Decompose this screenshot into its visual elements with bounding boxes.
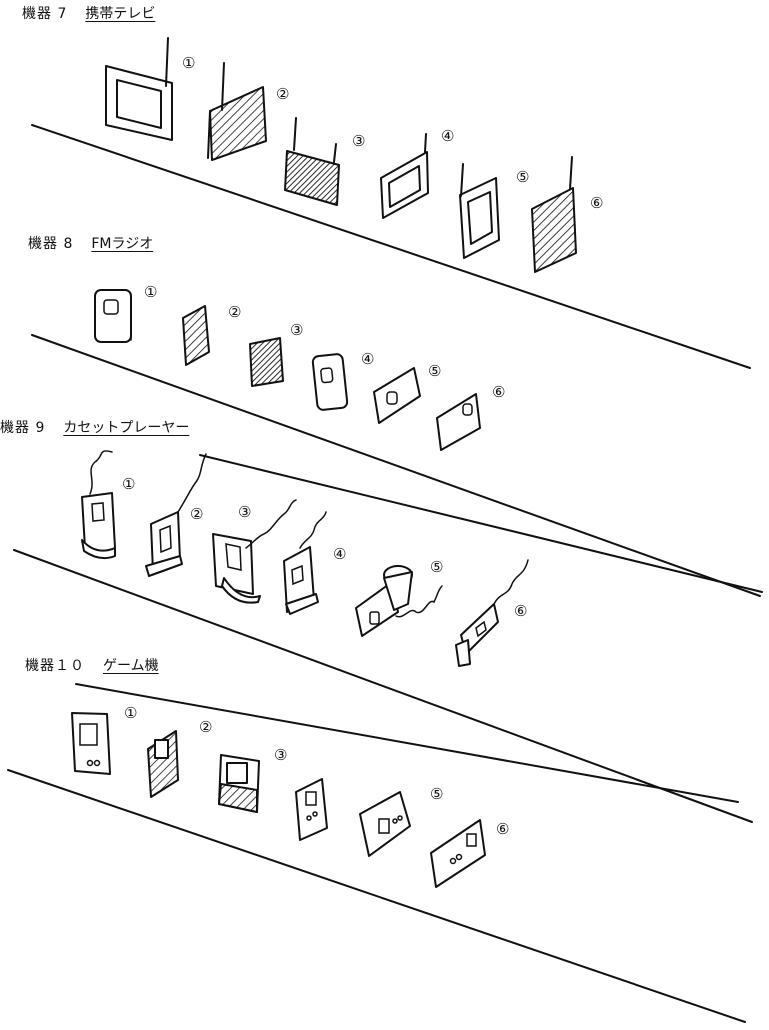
game-2 bbox=[147, 730, 179, 798]
section-8-title: FMラジオ bbox=[91, 236, 154, 252]
radio-5 bbox=[373, 367, 421, 424]
tv-2 bbox=[207, 62, 267, 161]
tv-5 bbox=[459, 163, 500, 259]
s10-item-5-number: ⑤ bbox=[430, 785, 444, 803]
s10-item-2-number: ② bbox=[199, 718, 213, 736]
s9-item-4-number: ④ bbox=[333, 545, 347, 563]
s8-item-2-number: ② bbox=[228, 303, 242, 321]
s8-item-5-number: ⑤ bbox=[428, 362, 442, 380]
s9-item-1-number: ① bbox=[122, 475, 136, 493]
cassette-5 bbox=[355, 565, 443, 637]
section-7-title: 携帯テレビ bbox=[85, 6, 156, 22]
section-10-label: 機器１０ bbox=[25, 658, 85, 674]
baseline-9-lower bbox=[13, 549, 753, 823]
s8-item-3-number: ③ bbox=[290, 321, 304, 339]
cassette-1 bbox=[81, 450, 116, 560]
s8-item-1-number: ① bbox=[144, 283, 158, 301]
radio-4 bbox=[311, 353, 349, 411]
s7-item-4-number: ④ bbox=[441, 127, 455, 145]
radio-2 bbox=[182, 305, 210, 366]
cassette-4 bbox=[283, 511, 327, 615]
section-7-label: 機器 7 bbox=[22, 6, 68, 22]
baseline-10-lower bbox=[7, 769, 746, 1023]
tv-1 bbox=[105, 37, 173, 141]
baseline-7 bbox=[31, 124, 751, 369]
section-10-title: ゲーム機 bbox=[103, 658, 159, 674]
s7-item-2-number: ② bbox=[276, 85, 290, 103]
radio-6 bbox=[436, 393, 481, 451]
s10-item-1-number: ① bbox=[124, 704, 138, 722]
section-9-heading: 機器 9 カセットプレーヤー bbox=[0, 417, 189, 437]
s10-item-6-number: ⑥ bbox=[496, 820, 510, 838]
section-8-label: 機器 8 bbox=[28, 236, 74, 252]
baseline-10-upper bbox=[75, 683, 739, 803]
section-7-drawing bbox=[31, 37, 751, 369]
game-1 bbox=[71, 712, 111, 775]
cassette-3 bbox=[212, 499, 297, 604]
section-8-heading: 機器 8 FMラジオ bbox=[28, 233, 153, 253]
s7-item-1-number: ① bbox=[182, 54, 196, 72]
s9-item-2-number: ② bbox=[190, 505, 204, 523]
section-10-drawing bbox=[7, 683, 746, 1023]
section-8-drawing bbox=[31, 289, 761, 597]
s10-item-3-number: ③ bbox=[274, 746, 288, 764]
section-10-heading: 機器１０ ゲーム機 bbox=[25, 655, 159, 675]
section-9-drawing bbox=[13, 450, 763, 823]
s7-item-5-number: ⑤ bbox=[516, 168, 530, 186]
s7-item-6-number: ⑥ bbox=[590, 194, 604, 212]
s7-item-3-number: ③ bbox=[352, 132, 366, 150]
radio-3 bbox=[249, 337, 284, 387]
tv-3 bbox=[284, 117, 340, 206]
s8-item-6-number: ⑥ bbox=[492, 383, 506, 401]
tv-6 bbox=[531, 156, 577, 273]
baseline-8 bbox=[31, 334, 761, 597]
section-7-heading: 機器 7 携帯テレビ bbox=[22, 3, 155, 23]
baseline-9-upper bbox=[199, 454, 763, 593]
tv-4 bbox=[380, 133, 429, 219]
game-5 bbox=[359, 791, 411, 857]
section-9-title: カセットプレーヤー bbox=[63, 420, 190, 436]
s8-item-4-number: ④ bbox=[361, 350, 375, 368]
cassette-6 bbox=[455, 559, 529, 667]
radio-1 bbox=[94, 289, 132, 343]
game-3 bbox=[218, 754, 260, 813]
game-6 bbox=[430, 819, 486, 888]
s9-item-5-number: ⑤ bbox=[430, 558, 444, 576]
section-9-label: 機器 9 bbox=[0, 420, 46, 436]
s9-item-3-number: ③ bbox=[238, 503, 252, 521]
game-4 bbox=[295, 778, 328, 841]
s9-item-6-number: ⑥ bbox=[514, 602, 528, 620]
cassette-2 bbox=[145, 453, 207, 577]
